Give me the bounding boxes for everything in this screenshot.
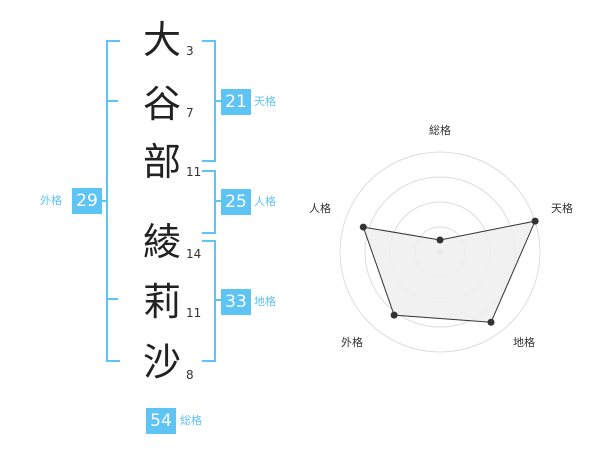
stroke-count-1: 3 [186,44,194,58]
radar-ring [414,226,466,278]
jinkaku-value: 25 [221,189,251,215]
name-char-5: 莉 [142,280,181,324]
radar-label-tenkaku: 天格 [551,201,573,215]
jinkaku-bracket [202,170,216,234]
stroke-count-3: 11 [186,165,202,179]
radar-label-jinkaku: 人格 [309,201,331,215]
stroke-count-6: 8 [186,368,194,382]
radar-grid [339,151,541,353]
radar-label-gaikaku: 外格 [341,335,363,349]
radar-point-2 [531,217,539,225]
tenkaku-label: 天格 [254,95,276,108]
name-char-3: 部 [142,140,181,184]
chikaku-tick [214,299,222,301]
jinkaku-tick [214,200,222,202]
radar-ring [389,201,491,303]
chikaku-bracket [202,240,216,362]
soukaku-label: 総格 [180,414,202,427]
tenkaku-tick [214,100,222,102]
jinkaku-label: 人格 [254,195,276,208]
name-char-2: 谷 [142,82,181,126]
bracket-tick [108,100,118,102]
name-char-4: 綾 [142,220,181,264]
radar-points [359,217,539,326]
gaikaku-tick [98,200,108,202]
radar-point-3 [487,318,495,326]
chikaku-value: 33 [221,289,251,315]
radar-ring [364,176,516,328]
gaikaku-value: 29 [72,188,102,214]
radar-label-chikaku: 地格 [513,335,535,349]
radar-point-1 [436,236,444,244]
radar-point-4 [390,311,398,319]
bracket-tick [108,298,118,300]
radar-point-5 [359,223,367,231]
stroke-count-2: 7 [186,106,194,120]
name-char-1: 大 [142,18,181,62]
radar-center [437,249,443,255]
gaikaku-bracket [106,40,120,362]
radar-ring [339,151,541,353]
gaikaku-label: 外格 [40,194,62,207]
tenkaku-value: 21 [221,89,251,115]
soukaku-value: 54 [146,408,176,434]
name-char-6: 沙 [142,340,181,384]
stroke-count-4: 14 [186,247,202,261]
radar-area [362,220,536,323]
chikaku-label: 地格 [254,295,276,308]
stroke-count-5: 11 [186,306,202,320]
radar-label-soukaku: 総格 [429,123,451,137]
